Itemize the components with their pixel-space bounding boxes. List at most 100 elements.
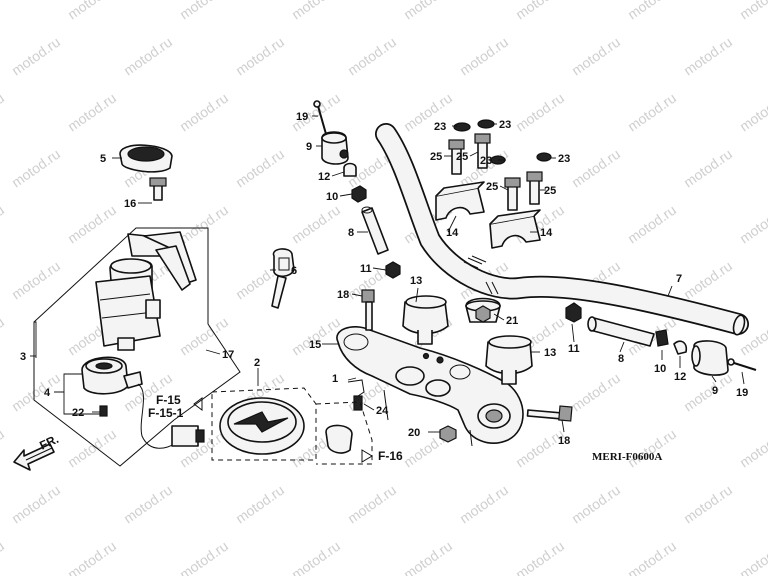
watermark-text: motod.ru <box>681 482 735 527</box>
watermark-text: motod.ru <box>121 34 175 79</box>
callout-18b: 18 <box>558 435 570 447</box>
watermark-text: motod.ru <box>0 426 7 471</box>
lock-harness <box>81 356 205 449</box>
watermark-text: motod.ru <box>9 482 63 527</box>
watermark-text: motod.ru <box>345 482 399 527</box>
front-arrow <box>13 443 55 471</box>
watermark-text: motod.ru <box>457 34 511 79</box>
watermark-text: motod.ru <box>9 258 63 303</box>
callout-3: 3 <box>20 351 26 363</box>
watermark-text: motod.ru <box>121 482 175 527</box>
callout-14a: 14 <box>446 227 459 239</box>
callout-10: 10 <box>326 191 338 203</box>
callout-25c: 25 <box>486 181 498 193</box>
watermark-text: motod.ru <box>65 0 119 22</box>
callout-1: 1 <box>332 373 338 385</box>
watermark-text: motod.ru <box>625 0 679 22</box>
watermark-text: motod.ru <box>289 538 343 576</box>
holder-bolts <box>448 119 552 211</box>
ref-f15: F-15 <box>156 393 181 407</box>
callout-7: 7 <box>676 273 682 285</box>
callout-4: 4 <box>44 387 51 399</box>
watermark-text: motod.ru <box>177 0 231 22</box>
callout-2: 2 <box>254 357 260 369</box>
callout-19b: 19 <box>736 387 748 399</box>
top-bridge <box>336 326 524 447</box>
callout-22: 22 <box>72 407 84 419</box>
watermark-text: motod.ru <box>177 538 231 576</box>
watermark-text: motod.ru <box>0 0 7 22</box>
key <box>271 248 295 309</box>
callout-9: 9 <box>306 141 312 153</box>
watermark-text: motod.ru <box>625 202 679 247</box>
callout-21: 21 <box>506 315 518 327</box>
reference-boxes <box>193 387 373 465</box>
right-bar-end-weight <box>565 302 757 376</box>
diagram-code: MERI-F0600A <box>592 451 662 463</box>
watermark-text: motod.ru <box>0 202 7 247</box>
callout-24: 24 <box>376 405 389 417</box>
callout-11b: 11 <box>568 343 580 355</box>
callout-12: 12 <box>318 171 330 183</box>
watermark-text: motod.ru <box>569 482 623 527</box>
watermark-text: motod.ru <box>9 34 63 79</box>
callout-5: 5 <box>100 153 106 165</box>
watermark-text: motod.ru <box>737 426 768 471</box>
watermark-text: motod.ru <box>289 314 343 359</box>
callout-16: 16 <box>124 198 136 210</box>
callout-23a: 23 <box>434 121 446 133</box>
callout-23d: 23 <box>558 153 570 165</box>
watermark-text: motod.ru <box>177 202 231 247</box>
watermark-text: motod.ru <box>681 146 735 191</box>
watermark-text: motod.ru <box>9 146 63 191</box>
watermark-text: motod.ru <box>65 538 119 576</box>
callout-23b: 23 <box>499 119 511 131</box>
watermark-text: motod.ru <box>625 90 679 135</box>
watermark-text: motod.ru <box>0 90 7 135</box>
callout-12b: 12 <box>674 371 686 383</box>
watermark-text: motod.ru <box>65 202 119 247</box>
watermark-text: motod.ru <box>681 258 735 303</box>
callout-13a: 13 <box>410 275 422 287</box>
watermark-text: motod.ru <box>513 0 567 22</box>
callout-10b: 10 <box>654 363 666 375</box>
watermark-text: motod.ru <box>0 314 7 359</box>
watermark-text: motod.ru <box>681 34 735 79</box>
watermark-text: motod.ru <box>737 202 768 247</box>
watermark-text: motod.ru <box>513 426 567 471</box>
watermark-text: motod.ru <box>289 0 343 22</box>
callout-9b: 9 <box>712 385 718 397</box>
callout-6: 6 <box>291 265 297 277</box>
watermark-text: motod.ru <box>0 538 7 576</box>
ref-f15-1: F-15-1 <box>148 406 184 420</box>
callout-13b: 13 <box>544 347 556 359</box>
watermark-text: motod.ru <box>569 34 623 79</box>
callout-labels: 19 9 12 10 8 11 18 15 5 16 6 1 7 2 3 4 22… <box>20 111 748 447</box>
callout-19: 19 <box>296 111 308 123</box>
callout-18: 18 <box>337 289 349 301</box>
holder-upper-right <box>489 209 541 249</box>
watermark-text: motod.ru <box>401 90 455 135</box>
handlebar <box>375 123 749 336</box>
watermark-text: motod.ru <box>233 146 287 191</box>
watermark-text: motod.ru <box>681 370 735 415</box>
watermark-text: motod.ru <box>65 90 119 135</box>
watermark-text: motod.ru <box>513 538 567 576</box>
holder-upper-left <box>435 181 485 221</box>
callout-11: 11 <box>360 263 372 275</box>
callout-25d: 25 <box>544 185 556 197</box>
watermark-text: motod.ru <box>233 482 287 527</box>
ref-f16: F-16 <box>378 449 403 463</box>
watermark-text: motod.ru <box>513 90 567 135</box>
watermark-text: motod.ru <box>345 34 399 79</box>
watermark-text: motod.ru <box>401 538 455 576</box>
watermark-text: motod.ru <box>177 90 231 135</box>
watermark-text: motod.ru <box>401 0 455 22</box>
watermark-text: motod.ru <box>65 426 119 471</box>
callout-23c: 23 <box>480 155 492 167</box>
callout-8: 8 <box>348 227 354 239</box>
watermark-text: motod.ru <box>233 34 287 79</box>
callout-15: 15 <box>309 339 321 351</box>
